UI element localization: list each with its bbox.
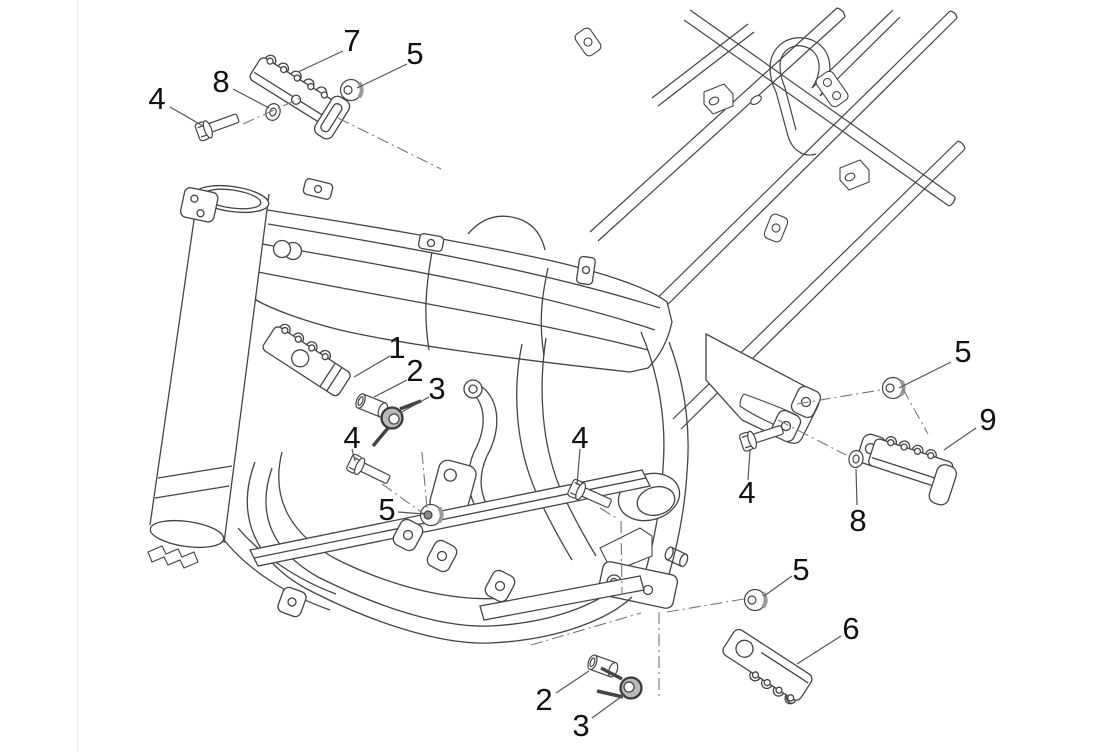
hex-bolt-mid-left [346, 453, 393, 488]
leader-line-hex-flange-bolt [352, 449, 355, 461]
part-4-hex-bolts [194, 110, 785, 513]
callout-8-washer[interactable]: 8 [212, 64, 229, 99]
washer-top-left [264, 102, 283, 123]
callout-8-washer[interactable]: 8 [849, 503, 866, 538]
callout-6-footrest-mount-plate-rear[interactable]: 6 [842, 611, 859, 646]
hex-bolt-center [567, 479, 614, 513]
callout-1-footrest-mount-plate-left[interactable]: 1 [388, 330, 405, 365]
callout-5-button-head-screw[interactable]: 5 [378, 492, 395, 527]
leader-line-footrest-mount-plate-left [354, 356, 390, 377]
steering-head-tube [148, 181, 302, 568]
part-8-washers [264, 102, 865, 469]
callout-4-hex-flange-bolt[interactable]: 4 [571, 420, 588, 455]
part-3-return-springs [373, 401, 642, 699]
part-9-serrated-footpeg [851, 428, 962, 506]
nut-top-left [341, 80, 362, 101]
leader-line-washer [856, 469, 857, 505]
rear-pivot-section [428, 332, 690, 610]
part-6-footrest-mount-plate [717, 627, 814, 707]
callout-2-bushing[interactable]: 2 [535, 682, 552, 717]
subframe-brackets [573, 26, 869, 243]
leader-line-serrated-footpeg-rear [944, 428, 976, 450]
part-5-flanged-nuts [341, 80, 904, 611]
axis-line-1 [338, 118, 441, 169]
leader-line-footrest-mount-plate-rear [797, 636, 841, 664]
callout-5-flanged-nut[interactable]: 5 [406, 36, 423, 71]
spring-mid [373, 401, 421, 446]
washer-right [848, 449, 865, 468]
assembly-axis-lines [243, 97, 928, 699]
axis-line-5 [667, 599, 744, 612]
spring-bottom [597, 668, 642, 699]
leader-line-hex-flange-bolt [748, 450, 750, 480]
callout-4-hex-flange-bolt[interactable]: 4 [738, 475, 755, 510]
leader-line-bushing [374, 380, 407, 397]
part-7-serrated-footpeg [242, 50, 352, 141]
callout-4-hex-flange-bolt[interactable]: 4 [343, 420, 360, 455]
axis-line-11 [621, 521, 622, 595]
callout-7-serrated-footpeg-front[interactable]: 7 [343, 23, 360, 58]
leader-line-flanged-nut [764, 576, 792, 596]
callout-4-hex-flange-bolt[interactable]: 4 [148, 81, 165, 116]
leader-line-flanged-nut [357, 64, 407, 88]
page-edge-divider [77, 0, 78, 752]
callout-5-flanged-nut[interactable]: 5 [954, 334, 971, 369]
callout-leader-lines [170, 51, 976, 718]
callout-2-bushing[interactable]: 2 [406, 353, 423, 388]
leader-line-serrated-footpeg-front [298, 51, 343, 72]
part-1-footrest-mount-plate [261, 320, 355, 398]
leader-line-return-spring [400, 397, 429, 413]
leader-line-hex-flange-bolt [170, 107, 203, 126]
leader-line-return-spring [592, 694, 625, 718]
callout-3-return-spring[interactable]: 3 [572, 708, 589, 743]
axis-line-9 [422, 452, 427, 509]
axis-line-2 [797, 390, 880, 404]
axis-line-0 [243, 97, 303, 124]
axis-line-10 [600, 508, 618, 519]
axis-line-3 [903, 389, 928, 434]
leader-line-bushing [556, 671, 589, 693]
footrest-hanger-gusset [706, 334, 823, 444]
axis-line-7 [531, 613, 641, 645]
rear-subframe-tubes [590, 8, 965, 429]
screw-mid [421, 505, 442, 526]
nut-bottom-right [745, 590, 766, 611]
callout-9-serrated-footpeg-rear[interactable]: 9 [979, 402, 996, 437]
leader-line-button-head-screw [398, 512, 424, 514]
axis-line-4 [778, 420, 846, 455]
leader-line-washer [233, 89, 269, 108]
engine-cradle [224, 452, 650, 643]
nut-right [883, 378, 904, 399]
axis-line-8 [382, 484, 424, 514]
callout-5-flanged-nut[interactable]: 5 [792, 552, 809, 587]
main-frame-spar [253, 178, 672, 372]
hex-bolt-top-left [194, 110, 241, 142]
leader-line-flanged-nut [899, 362, 951, 388]
leader-line-hex-flange-bolt [577, 449, 580, 485]
callout-3-return-spring[interactable]: 3 [428, 371, 445, 406]
hex-bolt-right [739, 421, 785, 451]
